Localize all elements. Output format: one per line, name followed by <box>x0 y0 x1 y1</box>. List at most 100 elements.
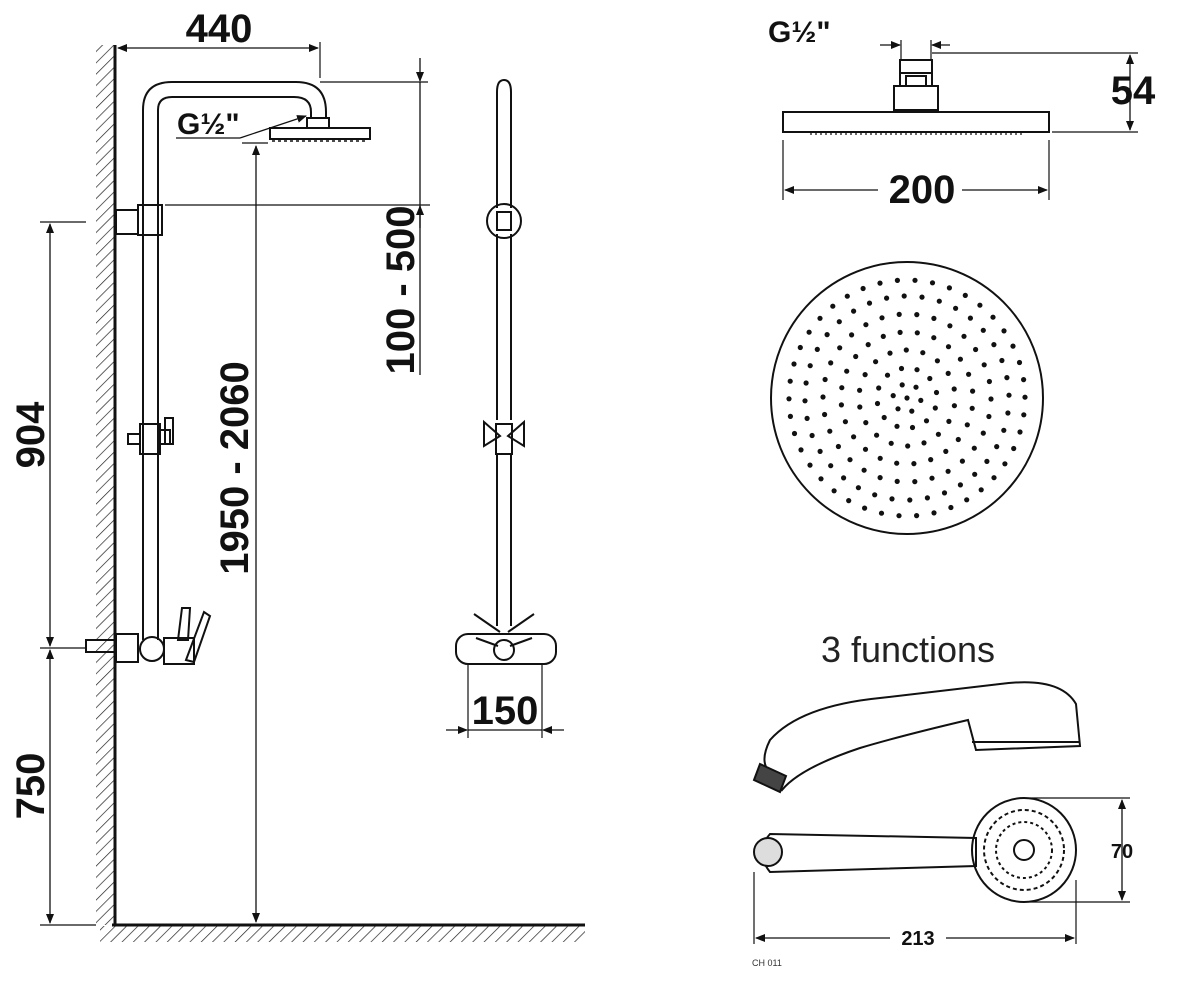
nozzle-dot <box>857 387 863 393</box>
nozzle-dot <box>955 436 961 443</box>
nozzle-dot <box>973 346 979 353</box>
dimension-mixer-width: 150 <box>446 664 564 738</box>
nozzle-dot <box>1004 375 1010 381</box>
nozzle-dot <box>847 457 853 463</box>
nozzle-dot <box>851 434 857 440</box>
nozzle-dot <box>828 360 834 366</box>
nozzle-dot <box>818 476 824 482</box>
nozzle-dot <box>787 413 794 419</box>
nozzle-dot <box>912 277 918 283</box>
nozzle-dot <box>1005 410 1011 416</box>
nozzle-dot <box>802 398 808 404</box>
nozzle-dot <box>791 430 798 437</box>
nozzle-dot <box>835 443 842 450</box>
nozzle-dot <box>914 330 920 336</box>
dimension-total-height: 1950 - 2060 <box>213 142 268 923</box>
nozzle-dot <box>969 405 975 411</box>
front-view: 150 <box>446 78 564 738</box>
nozzle-dot <box>977 302 983 308</box>
nozzle-dot <box>981 362 987 368</box>
nozzle-dot <box>901 293 907 299</box>
nozzle-dot <box>924 495 931 501</box>
nozzle-dot <box>878 510 885 516</box>
head-shower-side <box>269 117 371 142</box>
mixer-front <box>455 606 557 665</box>
nozzle-dot <box>817 315 823 321</box>
nozzle-dot <box>806 329 812 335</box>
hand-shower-side <box>752 681 1082 794</box>
nozzle-dot <box>862 372 868 378</box>
slider-front <box>483 419 525 455</box>
nozzle-dot <box>978 487 984 493</box>
nozzle-dot <box>1022 394 1028 400</box>
nozzle-dot <box>999 357 1005 364</box>
nozzle-dot <box>947 323 953 329</box>
nozzle-dot <box>905 443 911 449</box>
nozzle-dot <box>961 333 967 339</box>
nozzle-dot <box>913 384 919 390</box>
nozzle-dot <box>914 513 920 519</box>
riser-pipe <box>142 81 327 640</box>
nozzle-dot <box>945 468 951 474</box>
head-thread-label: G½" <box>768 16 831 49</box>
nozzle-dot <box>946 418 952 424</box>
nozzle-dot <box>877 280 883 286</box>
thread-label-side-text: G½" <box>177 108 240 141</box>
hand-length-value: 213 <box>901 928 934 950</box>
nozzle-dot <box>830 303 836 309</box>
nozzle-dot <box>822 411 828 418</box>
nozzle-dot <box>842 419 849 425</box>
nozzle-dot <box>879 315 885 321</box>
nozzle-dot <box>911 461 917 467</box>
nozzle-dot <box>990 314 996 320</box>
nozzle-dot <box>888 440 894 446</box>
nozzle-dot <box>786 396 792 402</box>
dimension-head-height: 54 <box>932 52 1156 133</box>
nozzle-dot <box>853 353 859 360</box>
nozzle-dot <box>967 315 974 321</box>
nozzle-dot <box>862 446 869 452</box>
nozzle-dot <box>918 397 924 403</box>
nozzle-dot <box>1001 328 1007 334</box>
hand-shower: 3 functions 70 213 <box>752 629 1133 968</box>
nozzle-dot <box>986 378 993 385</box>
nozzle-dot <box>863 420 869 426</box>
nozzle-dot <box>936 298 942 304</box>
nozzle-dot <box>787 378 793 384</box>
nozzle-dot <box>1006 392 1012 398</box>
nozzle-dot <box>932 405 938 411</box>
bar-height-value: 904 <box>9 401 53 468</box>
head-connector <box>893 59 939 111</box>
head-shower-elevation: G½" 54 200 <box>768 16 1156 212</box>
nozzle-dot <box>877 455 883 461</box>
nozzle-dot <box>957 356 964 362</box>
nozzle-dot <box>881 414 887 421</box>
nozzle-dot <box>896 513 902 519</box>
nozzle-dot <box>838 402 845 408</box>
nozzle-dot <box>844 368 850 374</box>
nozzle-dot <box>894 423 900 429</box>
nozzle-dot <box>877 475 883 481</box>
nozzle-dot <box>797 344 803 351</box>
head-adjust-value: 100 - 500 <box>379 205 423 374</box>
hand-shower-top <box>753 797 1077 903</box>
nozzle-dot <box>899 382 905 388</box>
nozzle-dot <box>894 478 900 484</box>
nozzle-dot <box>884 295 890 301</box>
nozzle-dot <box>827 428 833 434</box>
nozzle-dot <box>1010 343 1016 349</box>
nozzle-dot <box>895 406 901 412</box>
nozzle-dot <box>991 475 997 481</box>
nozzle-dot <box>814 346 820 352</box>
hand-shower-caption: 3 functions <box>821 629 995 670</box>
head-disc-side <box>782 111 1050 135</box>
nozzle-dot <box>991 342 997 348</box>
nozzle-dot <box>972 471 978 477</box>
nozzle-dot <box>873 359 879 365</box>
nozzle-dot <box>909 424 916 431</box>
nozzle-dot <box>803 380 809 386</box>
nozzle-dot <box>1016 359 1023 366</box>
nozzle-dot <box>817 448 823 454</box>
upper-wall-bracket <box>115 204 163 236</box>
